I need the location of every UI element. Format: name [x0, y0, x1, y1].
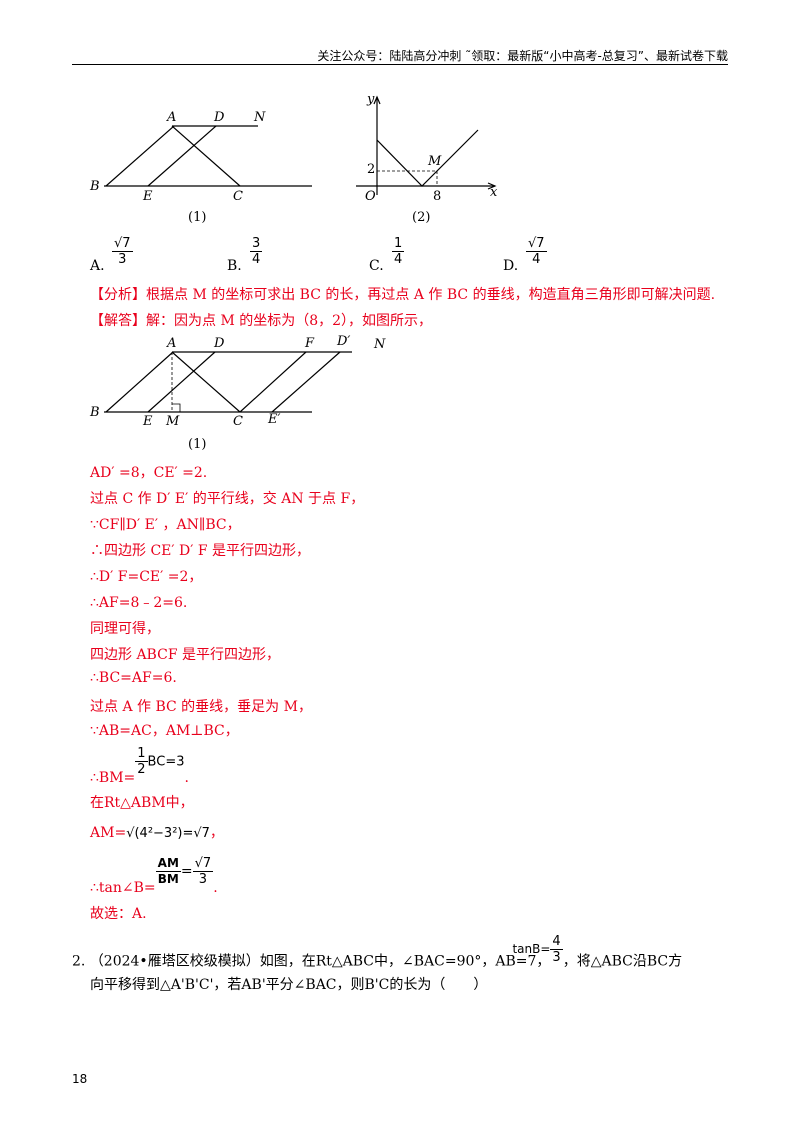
label-N: N [374, 337, 386, 352]
label-F: F [305, 336, 315, 351]
option-b-letter: B. [227, 258, 242, 274]
figure-1 [104, 125, 312, 187]
label-E: E [143, 414, 153, 429]
label-x: x [490, 185, 498, 200]
question-2-line-1: 2. （2024•雁塔区校级模拟）如图，在Rt△ABC中，∠BAC=90°，AB… [72, 934, 683, 970]
question-2-line-2: 向平移得到△A'B'C'，若AB'平分∠BAC，则B'C的长为（ ） [90, 977, 488, 993]
choice-line: 故选：A. [90, 906, 147, 922]
label-M: M [166, 414, 180, 429]
figure-3 [104, 351, 352, 413]
am-line: AM=√(4²−3²)=√7， [90, 825, 224, 841]
label-C: C [233, 189, 243, 204]
label-8: 8 [433, 189, 442, 204]
page-number: 18 [72, 1072, 88, 1086]
solution-line: ∴BC=AF=6. [90, 670, 177, 686]
label-B: B [90, 405, 100, 420]
solution-line: ∵CF∥D′ E′ ，AN∥BC， [90, 517, 241, 533]
label-M: M [428, 154, 442, 169]
figure-2-caption: (2) [412, 210, 431, 225]
option-c-letter: C. [369, 258, 384, 274]
label-E-prime: E′ [268, 412, 281, 427]
option-d-letter: D. [503, 258, 519, 274]
header-rule [72, 64, 728, 65]
answer-intro: 【解答】解：因为点 M 的坐标为（8，2），如图所示， [90, 313, 433, 329]
solution-line: ∴AF=8﹣2=6. [90, 595, 188, 611]
label-y: y [367, 92, 375, 107]
label-O: O [365, 189, 376, 204]
solution-line: 四边形 ABCF 是平行四边形， [90, 647, 280, 663]
page-header: 关注公众号：陆陆高分冲刺 ˜领取：最新版“小中高考-总复习”、最新试卷下载 [317, 49, 728, 63]
label-A: A [167, 336, 177, 351]
figure-2 [356, 95, 497, 195]
solution-line: ∴D′ F=CE′ =2， [90, 569, 203, 585]
label-A: A [167, 110, 177, 125]
label-D-prime: D′ [337, 334, 351, 349]
solution-line: 同理可得， [90, 621, 160, 637]
label-E: E [143, 189, 153, 204]
figure-3-caption: (1) [188, 437, 207, 452]
solution-line: 过点 C 作 D′ E′ 的平行线，交 AN 于点 F， [90, 491, 365, 507]
option-a-letter: A. [90, 258, 105, 274]
label-D: D [214, 336, 225, 351]
label-2: 2 [367, 162, 376, 177]
solution-line: ∵AB=AC，AM⊥BC， [90, 723, 239, 739]
label-C: C [233, 414, 243, 429]
solution-line: 过点 A 作 BC 的垂线，垂足为 M， [90, 699, 312, 715]
label-N: N [254, 110, 266, 125]
rt-line: 在Rt△ABM中， [90, 795, 194, 811]
solution-line: AD′ =8，CE′ =2. [90, 465, 208, 481]
label-D: D [214, 110, 225, 125]
label-B: B [90, 179, 100, 194]
figure-1-caption: (1) [188, 210, 207, 225]
analysis-text: 【分析】根据点 M 的坐标可求出 BC 的长，再过点 A 作 BC 的垂线，构造… [90, 287, 716, 303]
solution-line: ∴四边形 CE′ D′ F 是平行四边形， [90, 543, 311, 559]
